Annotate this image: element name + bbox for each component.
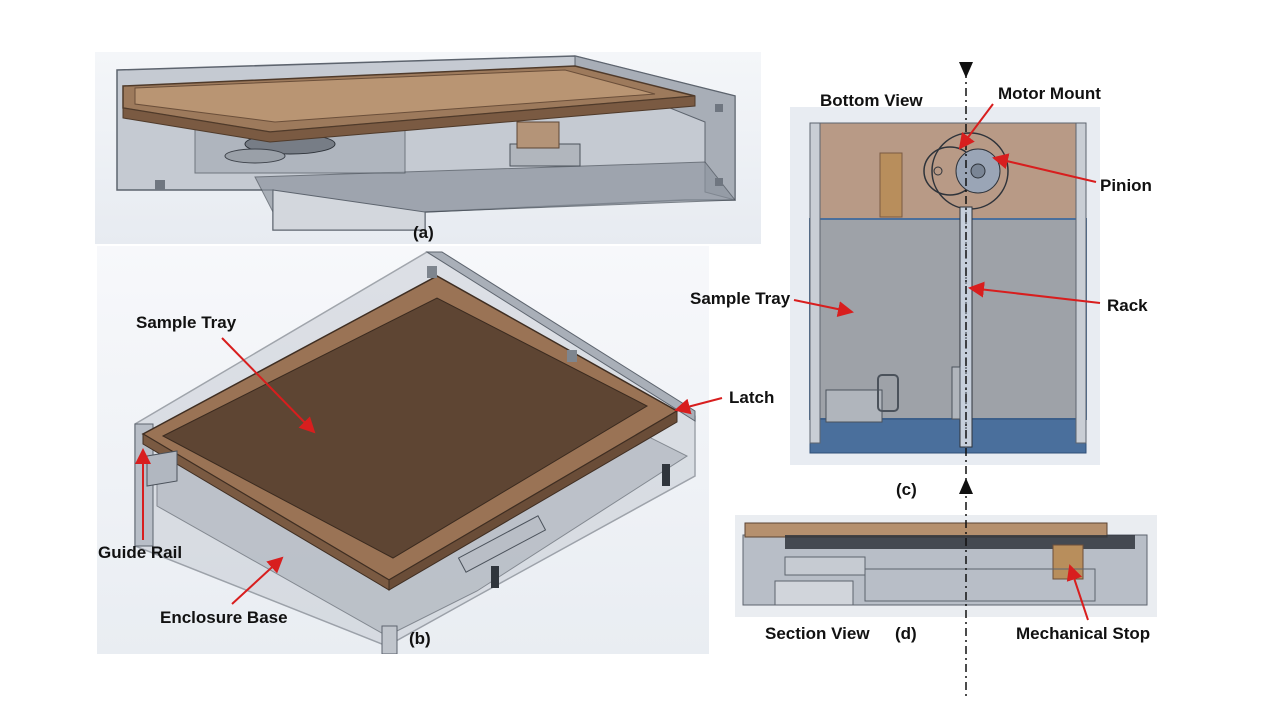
motor-mount-label: Motor Mount [998,84,1101,103]
panel-d-caption: (d) [895,624,917,643]
enclosure-base-label: Enclosure Base [160,608,288,627]
section-axis-top-marker [959,62,973,78]
panel-d-drawing [742,522,1148,606]
sample-tray-c-label: Sample Tray [690,289,791,308]
panel-d-section-view [735,515,1157,617]
latch-label: Latch [729,388,775,407]
panel-c-caption: (c) [896,480,917,499]
panel-c-bottom-view: (c) [790,107,1100,498]
mechanical-stop-label: Mechanical Stop [1016,624,1151,643]
panel-a-caption: (a) [413,223,434,242]
guide-rail-label: Guide Rail [98,543,183,562]
section-view-label: Section View [765,624,870,643]
panel-b-caption: (b) [409,629,431,648]
panel-c-drawing [809,122,1087,454]
panel-b-drawing [134,251,696,654]
rack-label: Rack [1107,296,1148,315]
pinion-label: Pinion [1100,176,1152,195]
panel-a-drawing [116,55,737,231]
section-axis-bottom-marker [959,478,973,494]
panel-b-isometric-view: (b) [97,246,709,654]
bottom-view-label: Bottom View [820,91,923,110]
sample-tray-b-label: Sample Tray [136,313,237,332]
panel-a-side-view: (a) [95,52,761,244]
